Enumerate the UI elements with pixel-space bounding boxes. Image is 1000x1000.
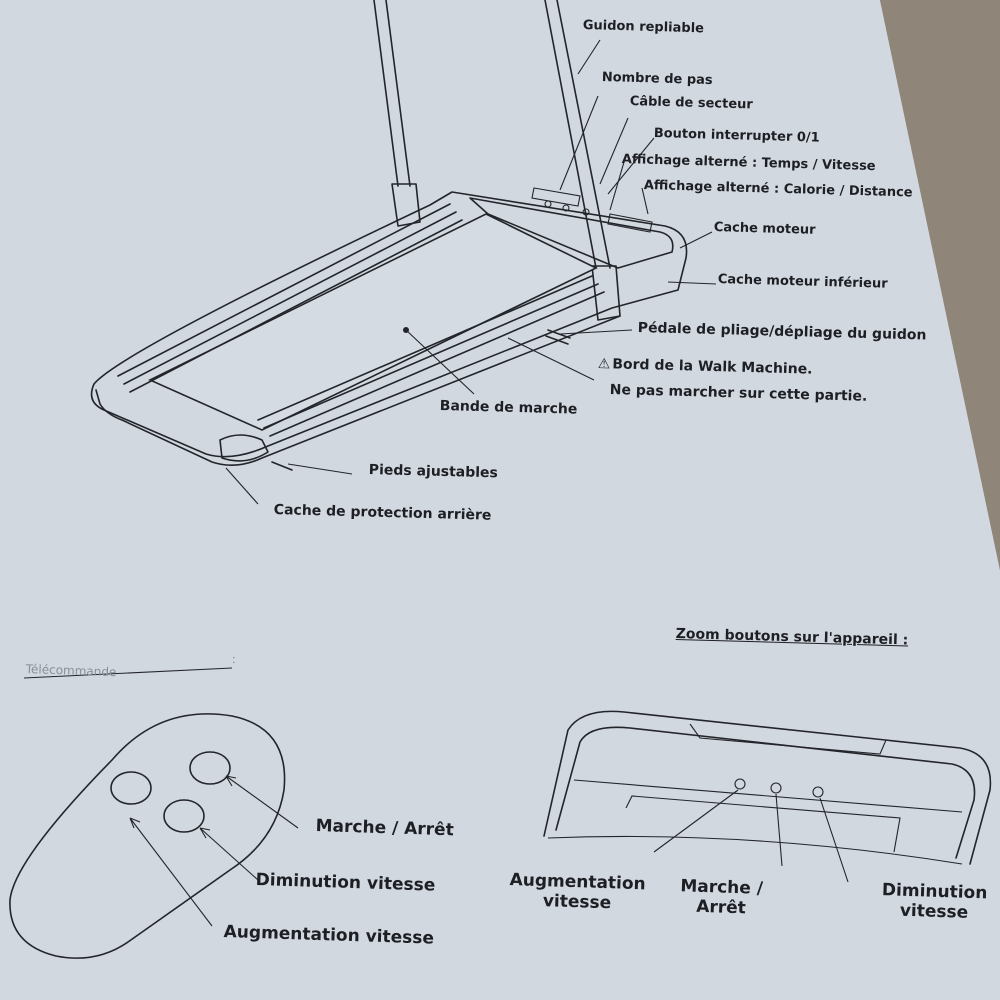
label-zoom-diminution-line2: vitesse	[899, 900, 969, 923]
walking-belt	[148, 213, 598, 431]
console-displays	[531, 187, 653, 233]
warning-triangle-icon: ⚠	[597, 356, 611, 373]
rear-cap	[219, 434, 269, 462]
handlebar-right	[544, 0, 611, 269]
console-zoom-drawing	[543, 710, 992, 883]
table-surface	[880, 0, 1000, 570]
label-nombre-de-pas: Nombre de pas	[601, 70, 713, 89]
handlebar-left	[373, 0, 411, 187]
remote-title-colon: :	[231, 652, 237, 667]
remote-arrow-up	[129, 817, 213, 927]
console-display-slot	[689, 723, 887, 755]
zoom-line-up	[653, 789, 739, 853]
rail-left	[117, 203, 463, 393]
adjustable-foot	[271, 461, 293, 471]
folding-pedal	[545, 329, 571, 345]
console-outline	[543, 710, 992, 865]
deck-outline	[90, 191, 688, 458]
label-zoom-marche-line2: Arrêt	[695, 896, 747, 919]
treadmill-drawing	[90, 0, 717, 505]
label-zoom-diminution: Diminution vitesse	[877, 880, 992, 924]
label-zoom-marche-line1: Marche /	[680, 876, 764, 899]
label-zoom-augmentation: Augmentation vitesse	[507, 870, 648, 914]
remote-arrow-on	[225, 775, 299, 829]
label-zoom-marche: Marche / Arrêt	[671, 876, 772, 919]
console-lower-panel	[625, 795, 901, 853]
motor-cover	[469, 197, 674, 269]
zoom-line-on	[775, 793, 783, 867]
remote-arrow-down	[199, 827, 259, 881]
remote-body	[9, 713, 286, 959]
label-cache-moteur: Cache moteur	[713, 220, 816, 238]
remote-drawing	[9, 713, 299, 959]
label-zoom-diminution-line1: Diminution	[881, 880, 988, 904]
label-remote-marche-arret: Marche / Arrêt	[315, 816, 455, 841]
zoom-line-down	[819, 797, 849, 883]
label-pieds-ajustables: Pieds ajustables	[368, 462, 499, 482]
deck-side	[95, 315, 621, 466]
handlebar-left-joint	[391, 183, 421, 227]
